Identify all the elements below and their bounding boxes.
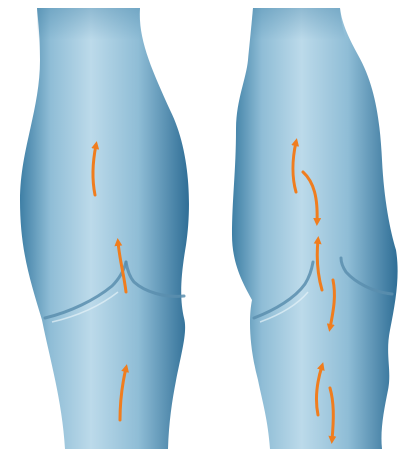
varicose-vein-body xyxy=(232,8,398,449)
normal-vein-top-shade xyxy=(37,8,142,40)
normal-vein-panel xyxy=(20,8,189,449)
varicose-vein-top-shade xyxy=(250,8,346,40)
normal-vein-body xyxy=(20,8,189,449)
varicose-vein-panel xyxy=(232,8,398,449)
